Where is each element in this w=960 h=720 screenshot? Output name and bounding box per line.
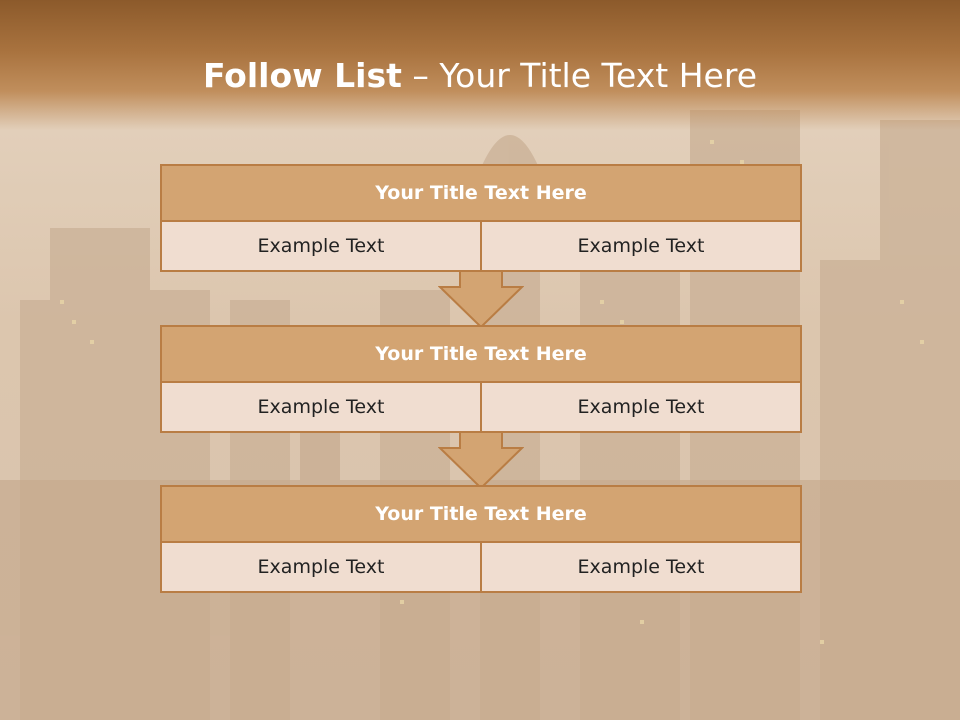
- block-2-header: Your Title Text Here: [160, 325, 802, 383]
- block-3-right-cell: Example Text: [482, 543, 802, 593]
- down-arrow-1: [438, 271, 524, 329]
- block-1-left-cell: Example Text: [160, 222, 482, 272]
- block-1-row: Example Text Example Text: [160, 222, 802, 272]
- block-1-right-cell: Example Text: [482, 222, 802, 272]
- block-1-header: Your Title Text Here: [160, 164, 802, 222]
- block-2-row: Example Text Example Text: [160, 383, 802, 433]
- block-2-left-cell: Example Text: [160, 383, 482, 433]
- block-3-header: Your Title Text Here: [160, 485, 802, 543]
- block-3-row: Example Text Example Text: [160, 543, 802, 593]
- down-arrow-2: [438, 432, 524, 490]
- slide-title-bold: Follow List: [202, 56, 402, 95]
- list-block-1: Your Title Text Here Example Text Exampl…: [160, 164, 802, 272]
- title-band: [0, 0, 960, 130]
- list-block-3: Your Title Text Here Example Text Exampl…: [160, 485, 802, 593]
- slide-title-rest: Your Title Text Here: [439, 56, 758, 95]
- slide-title: Follow List – Your Title Text Here: [0, 56, 960, 96]
- block-3-left-cell: Example Text: [160, 543, 482, 593]
- slide-title-dash: –: [401, 56, 440, 95]
- list-block-2: Your Title Text Here Example Text Exampl…: [160, 325, 802, 433]
- block-2-right-cell: Example Text: [482, 383, 802, 433]
